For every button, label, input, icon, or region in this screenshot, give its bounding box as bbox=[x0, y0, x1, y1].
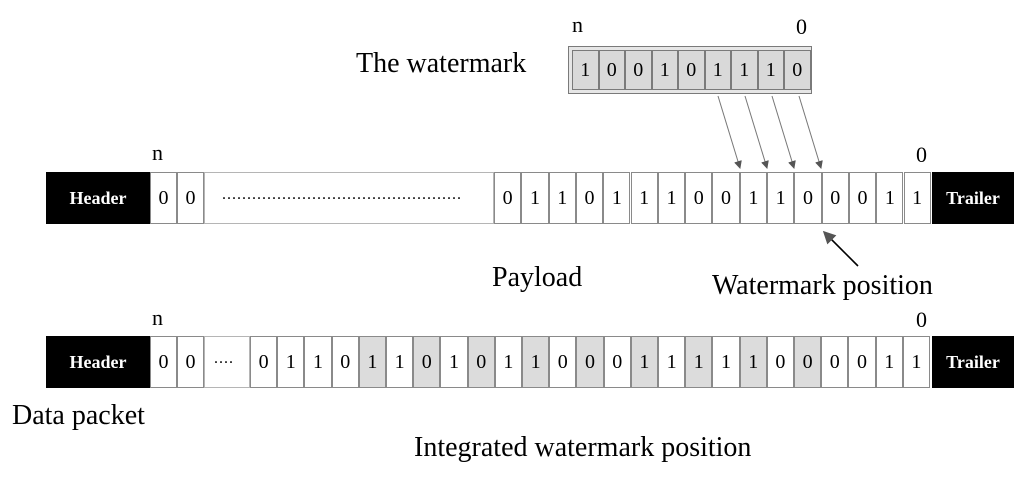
watermark-bit-3: 1 bbox=[651, 50, 678, 90]
integrated-bit-17: 1 bbox=[712, 336, 740, 388]
watermark-caption: The watermark bbox=[356, 48, 527, 79]
watermark-position-arrow bbox=[822, 230, 859, 267]
payload-bit-14: 1 bbox=[876, 172, 904, 224]
payload-bit-2: 1 bbox=[548, 172, 576, 224]
integrated-bit-11: 0 bbox=[549, 336, 577, 388]
packet-header-block: Header bbox=[46, 172, 150, 224]
integrated-bit-8: 0 bbox=[467, 336, 495, 388]
integrated-label: Integrated watermark position bbox=[414, 432, 752, 463]
watermark-position-label: Watermark position bbox=[712, 270, 933, 301]
watermark-index-n: n bbox=[572, 12, 583, 37]
payload-bit-10: 1 bbox=[767, 172, 795, 224]
watermark-bit-4: 0 bbox=[678, 50, 705, 90]
integrated-bit-16: 1 bbox=[685, 336, 713, 388]
integrated-bit-24: 1 bbox=[902, 336, 930, 388]
integrated-bit-9: 1 bbox=[494, 336, 522, 388]
integrated-trailer-block: Trailer bbox=[932, 336, 1014, 388]
watermark-bit-0: 1 bbox=[572, 50, 599, 90]
payload-bit-15: 1 bbox=[903, 172, 931, 224]
embed-arrow-1 bbox=[717, 95, 742, 169]
integrated-lead-bit-1: 0 bbox=[177, 336, 204, 388]
integrated-bit-14: 1 bbox=[630, 336, 658, 388]
integrated-bit-0: 0 bbox=[250, 336, 278, 388]
watermark-index-0: 0 bbox=[796, 14, 807, 39]
watermark-bit-2: 0 bbox=[625, 50, 652, 90]
packet-lead-bit-1: 0 bbox=[177, 172, 204, 224]
packet-gap bbox=[204, 172, 494, 224]
payload-bit-3: 0 bbox=[575, 172, 604, 224]
integrated-header-block: Header bbox=[46, 336, 150, 388]
watermark-bit-5: 1 bbox=[704, 50, 731, 90]
integrated-bit-18: 1 bbox=[739, 336, 767, 388]
payload-label: Payload bbox=[492, 262, 583, 293]
packet-trailer-block: Trailer bbox=[932, 172, 1014, 224]
integrated-bit-10: 1 bbox=[522, 336, 550, 388]
payload-bit-7: 0 bbox=[685, 172, 713, 224]
integrated-index-0: 0 bbox=[916, 307, 927, 332]
packet-index-0: 0 bbox=[916, 142, 927, 167]
payload-bit-8: 0 bbox=[712, 172, 740, 224]
packet-gap-dots: ........................................… bbox=[222, 186, 462, 203]
watermark-bit-6: 1 bbox=[731, 50, 758, 90]
embed-arrow-4 bbox=[798, 95, 823, 169]
payload-bit-12: 0 bbox=[821, 172, 849, 224]
integrated-gap bbox=[204, 336, 250, 388]
payload-bit-11: 0 bbox=[794, 172, 822, 224]
payload-bit-1: 1 bbox=[521, 172, 549, 224]
embed-arrow-3 bbox=[771, 95, 796, 169]
integrated-bit-23: 1 bbox=[875, 336, 903, 388]
payload-bit-6: 1 bbox=[657, 172, 686, 224]
integrated-bit-12: 0 bbox=[576, 336, 604, 388]
integrated-gap-dots: .... bbox=[214, 350, 234, 367]
packet-lead-bit-0: 0 bbox=[150, 172, 177, 224]
payload-bit-4: 1 bbox=[603, 172, 631, 224]
embed-arrow-2 bbox=[744, 95, 769, 169]
watermark-bit-1: 0 bbox=[598, 50, 625, 90]
payload-bit-5: 1 bbox=[630, 172, 658, 224]
payload-bit-0: 0 bbox=[494, 172, 522, 224]
integrated-lead-bit-0: 0 bbox=[150, 336, 177, 388]
payload-bit-9: 1 bbox=[739, 172, 767, 224]
integrated-bit-22: 0 bbox=[848, 336, 876, 388]
integrated-bit-15: 1 bbox=[658, 336, 686, 388]
integrated-bit-4: 1 bbox=[358, 336, 386, 388]
watermark-bit-8: 0 bbox=[784, 50, 811, 90]
integrated-bit-5: 1 bbox=[386, 336, 414, 388]
watermark-bit-7: 1 bbox=[757, 50, 784, 90]
integrated-index-n: n bbox=[152, 305, 163, 330]
integrated-bit-3: 0 bbox=[331, 336, 359, 388]
integrated-bit-7: 1 bbox=[440, 336, 468, 388]
packet-index-n: n bbox=[152, 140, 163, 165]
integrated-bit-2: 1 bbox=[304, 336, 332, 388]
integrated-bit-1: 1 bbox=[277, 336, 305, 388]
integrated-bit-19: 0 bbox=[766, 336, 794, 388]
integrated-bit-20: 0 bbox=[794, 336, 822, 388]
payload-bit-13: 0 bbox=[848, 172, 877, 224]
integrated-bit-13: 0 bbox=[603, 336, 631, 388]
integrated-bit-6: 0 bbox=[413, 336, 441, 388]
data-packet-label: Data packet bbox=[12, 400, 145, 431]
integrated-bit-21: 0 bbox=[821, 336, 849, 388]
